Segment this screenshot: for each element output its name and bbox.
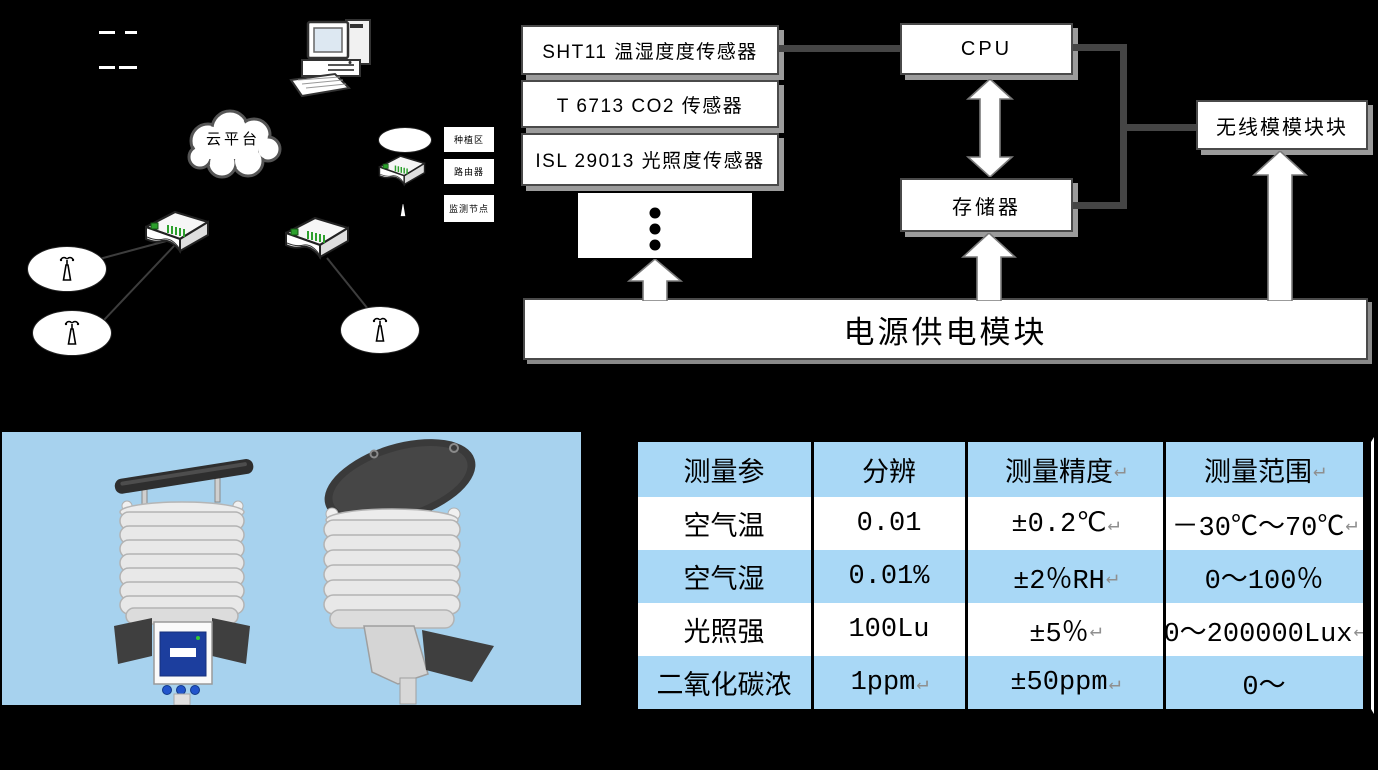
legend-label-router: 路由器 xyxy=(444,159,494,184)
sensor-photo-panel xyxy=(2,432,581,706)
cell-text: ±50ppm xyxy=(1010,667,1108,698)
spec-cell: 光照强 xyxy=(638,603,814,656)
return-mark: ↵ xyxy=(1105,566,1118,590)
spec-cell: －30℃～70℃↵ xyxy=(1166,497,1363,550)
cell-text: ±5％ xyxy=(1029,619,1089,650)
vertical-ellipsis-icon xyxy=(649,207,661,251)
corner-mark xyxy=(125,31,137,34)
cpu-box: CPU xyxy=(900,23,1073,75)
antenna-icon xyxy=(371,317,389,342)
header-text: 测量精度 xyxy=(1004,459,1113,490)
cell-text: 0～ xyxy=(1242,672,1286,703)
cell-text: 空气湿 xyxy=(683,566,765,597)
cell-text: 0～200000Lux xyxy=(1166,619,1353,650)
cell-text: 二氧化碳浓 xyxy=(656,672,792,703)
router-icon xyxy=(144,210,210,253)
weather-shield-illustration xyxy=(114,439,494,706)
arrow-power-wireless xyxy=(1251,151,1309,301)
spec-cell: ±50ppm↵ xyxy=(968,656,1166,709)
connector-sensor-cpu xyxy=(779,45,900,52)
header-text: 测量参 xyxy=(683,459,765,490)
cloud-label: 云平台 xyxy=(205,131,260,148)
spec-header-parameter: 测量参 xyxy=(638,442,814,497)
header-text: 分辨 xyxy=(862,459,916,490)
spec-cell: ±2％RH↵ xyxy=(968,550,1166,603)
connector-bus-wireless xyxy=(1120,124,1196,131)
spec-cell: 100Lu xyxy=(814,603,968,656)
network-lines xyxy=(91,239,373,321)
spec-cell: 空气温 xyxy=(638,497,814,550)
return-mark: ↵ xyxy=(916,672,929,696)
legend-label-monitor-node: 监测节点 xyxy=(444,195,494,222)
cell-text: 0.01 xyxy=(856,508,922,539)
spec-cell: 0.01 xyxy=(814,497,968,550)
planting-area-node xyxy=(340,306,420,354)
cell-text: －30℃～70℃ xyxy=(1171,513,1345,544)
spec-cell: 空气湿 xyxy=(638,550,814,603)
spec-cell: ±0.2℃↵ xyxy=(968,497,1166,550)
corner-mark xyxy=(99,31,115,34)
spec-header-range: 测量范围↵ xyxy=(1166,442,1363,497)
cell-text: ±0.2℃ xyxy=(1011,510,1107,540)
spec-header-resolution: 分辨 xyxy=(814,442,968,497)
weather-shield-right xyxy=(323,439,494,705)
legend-antenna-icon xyxy=(395,195,411,218)
planting-area-node xyxy=(32,310,112,356)
return-mark: ↵ xyxy=(1108,672,1121,696)
sensor-box-isl29013: ISL 29013 光照度传感器 xyxy=(521,133,779,186)
spec-cell: 二氧化碳浓 xyxy=(638,656,814,709)
spec-cell: 1ppm↵ xyxy=(814,656,968,709)
power-module-box: 电源供电模块 xyxy=(523,298,1368,360)
cell-text: 0.01% xyxy=(848,561,930,592)
cell-text: 0～100％ xyxy=(1204,566,1324,597)
spec-cell: 0.01% xyxy=(814,550,968,603)
planting-area-node xyxy=(27,246,107,292)
corner-mark xyxy=(99,66,115,69)
weather-shield-left xyxy=(114,458,254,706)
cloud-icon xyxy=(187,109,282,179)
cell-text: 空气温 xyxy=(683,513,765,544)
cell-text: 1ppm xyxy=(850,667,916,698)
arrow-power-memory xyxy=(960,233,1018,301)
spec-header-accuracy: 测量精度↵ xyxy=(968,442,1166,497)
computer-icon xyxy=(289,19,371,98)
corner-mark xyxy=(119,66,137,69)
legend-router-icon xyxy=(378,155,426,186)
cell-text: 光照强 xyxy=(683,619,765,650)
ellipsis-box xyxy=(578,193,752,258)
antenna-icon xyxy=(64,320,80,345)
router-icon xyxy=(284,216,350,259)
spec-cell: 0～100％ xyxy=(1166,550,1363,603)
return-mark: ↵ xyxy=(1312,459,1326,483)
memory-box: 存储器 xyxy=(900,178,1073,232)
connector-cpu-right xyxy=(1073,44,1127,51)
spec-cell: ±5％↵ xyxy=(968,603,1166,656)
header-text: 测量范围 xyxy=(1203,459,1312,490)
legend-label-planting-area: 种植区 xyxy=(444,127,494,152)
return-mark: ↵ xyxy=(1089,619,1102,643)
return-mark: ↵ xyxy=(1113,459,1127,483)
return-mark: ↵ xyxy=(1345,513,1358,537)
spec-cell: 0～ xyxy=(1166,656,1363,709)
spec-table: 测量参 分辨 测量精度↵ 测量范围↵ 空气温 0.01 ±0.2℃↵ －30℃～… xyxy=(633,437,1374,714)
wireless-module-box: 无线模模块块 xyxy=(1196,100,1368,150)
spec-cell: 0～200000Lux↵ xyxy=(1166,603,1363,656)
return-mark: ↵ xyxy=(1107,513,1120,537)
connector-memory-right xyxy=(1073,202,1127,209)
return-mark: ↵ xyxy=(1353,619,1364,643)
arrow-power-sensors xyxy=(626,259,684,301)
sensor-box-sht11: SHT11 温湿度度传感器 xyxy=(521,25,779,75)
legend-ellipse-icon xyxy=(378,127,432,153)
arrow-cpu-memory xyxy=(965,79,1015,177)
cell-text: ±2％RH xyxy=(1013,566,1105,597)
sensor-box-t6713: T 6713 CO2 传感器 xyxy=(521,80,779,128)
cell-text: 100Lu xyxy=(848,614,930,645)
antenna-icon xyxy=(58,256,75,281)
